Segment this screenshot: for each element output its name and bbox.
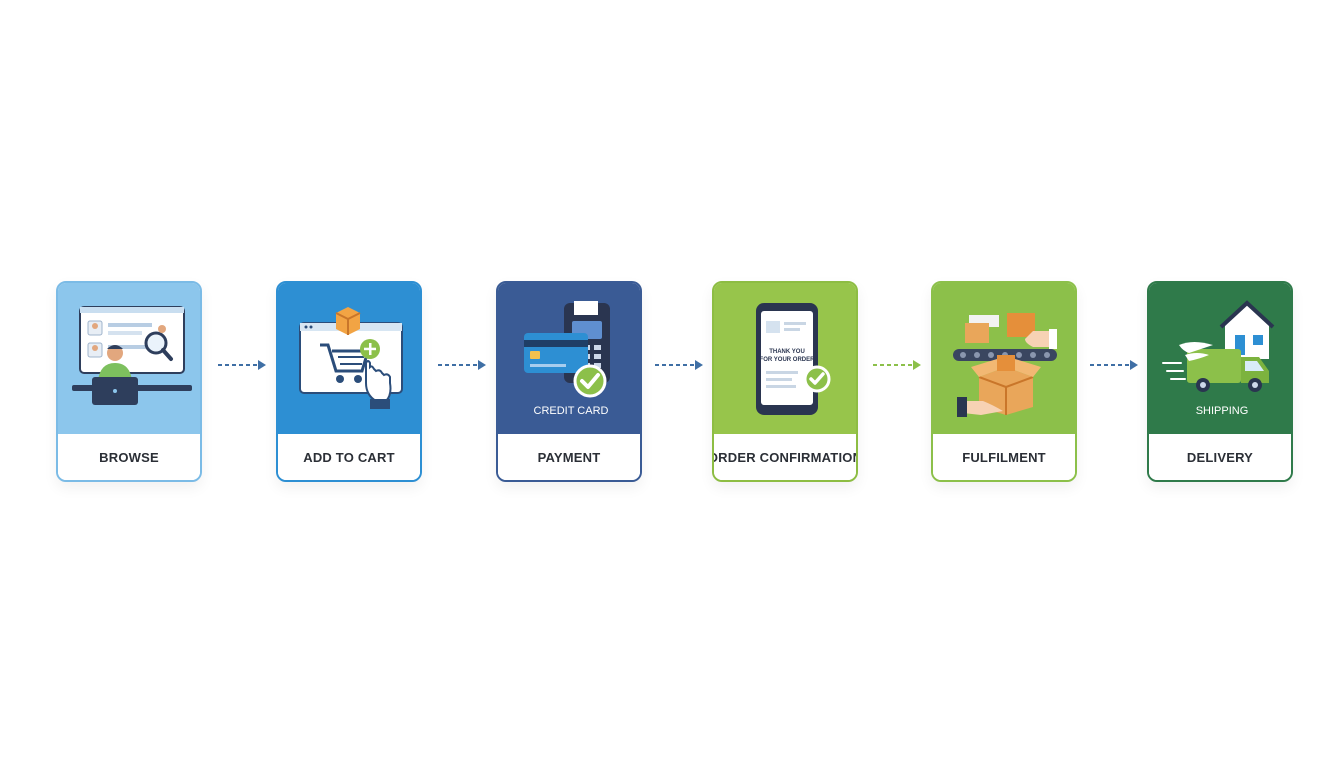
receipt-line-2: FOR YOUR ORDER <box>760 357 816 363</box>
package-handoff-icon <box>953 313 1057 417</box>
flow-arrow-5 <box>1090 360 1138 370</box>
step-art-order-confirmation: THANK YOU FOR YOUR ORDER <box>714 283 856 436</box>
step-card-browse: BROWSE <box>56 281 202 482</box>
step-art-payment: CREDIT CARD <box>498 283 640 436</box>
step-card-fulfilment: FULFILMENT <box>931 281 1077 482</box>
step-card-payment: CREDIT CARD PAYMENT <box>496 281 642 482</box>
step-art-delivery: SHIPPING <box>1149 283 1291 436</box>
step-art-add-to-cart <box>278 283 420 436</box>
credit-card-terminal-icon: CREDIT CARD <box>524 301 610 417</box>
step-card-order-confirmation: THANK YOU FOR YOUR ORDER ORDER CONFIRMAT… <box>712 281 858 482</box>
flow-arrow-4 <box>873 360 921 370</box>
step-label-add-to-cart: ADD TO CART <box>278 434 420 480</box>
phone-receipt-icon: THANK YOU FOR YOUR ORDER <box>756 303 831 415</box>
payment-art-caption: CREDIT CARD <box>534 405 609 417</box>
receipt-line-1: THANK YOU <box>769 349 805 355</box>
flow-arrow-2 <box>438 360 486 370</box>
step-label-payment: PAYMENT <box>498 434 640 480</box>
step-card-delivery: SHIPPING DELIVERY <box>1147 281 1293 482</box>
step-label-delivery: DELIVERY <box>1149 434 1291 480</box>
step-label-browse: BROWSE <box>58 434 200 480</box>
step-label-fulfilment: FULFILMENT <box>933 434 1075 480</box>
browse-laptop-icon <box>72 306 192 405</box>
flow-arrow-1 <box>218 360 266 370</box>
step-art-fulfilment <box>933 283 1075 436</box>
step-label-order-confirmation: ORDER CONFIRMATION <box>714 434 856 480</box>
shopping-cart-icon <box>299 307 403 409</box>
delivery-truck-icon: SHIPPING <box>1162 300 1275 417</box>
step-art-browse <box>58 283 200 436</box>
step-card-add-to-cart: ADD TO CART <box>276 281 422 482</box>
delivery-art-caption: SHIPPING <box>1196 405 1249 417</box>
flow-arrow-3 <box>655 360 703 370</box>
